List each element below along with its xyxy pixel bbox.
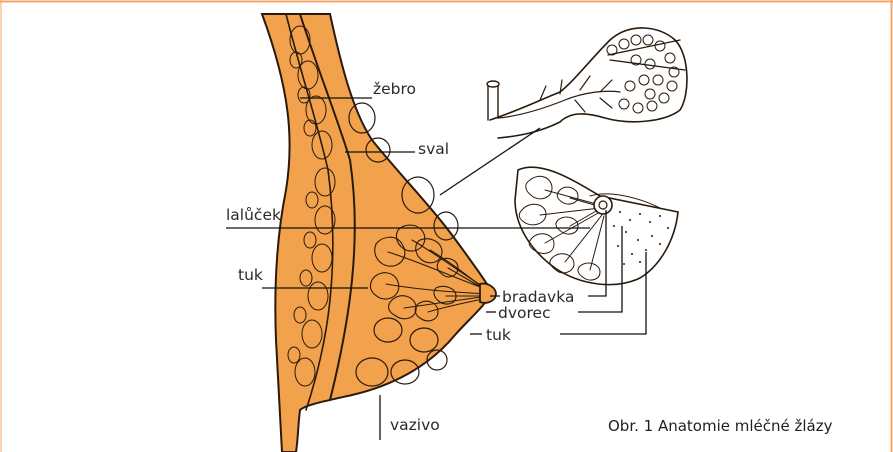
areola-detail	[515, 167, 678, 284]
frontal-nipple	[594, 196, 612, 214]
label-fat-left: tuk	[238, 266, 263, 284]
label-rib: žebro	[373, 80, 416, 98]
label-lobule: lalůček	[226, 206, 281, 224]
label-areola: dvorec	[498, 304, 551, 322]
lobule-magnified	[487, 28, 687, 138]
label-fat-right: tuk	[486, 326, 511, 344]
figure-caption: Obr. 1 Anatomie mléčné žlázy	[608, 417, 833, 435]
label-muscle: sval	[418, 140, 449, 158]
label-connective: vazivo	[390, 416, 440, 434]
nipple	[480, 284, 496, 303]
